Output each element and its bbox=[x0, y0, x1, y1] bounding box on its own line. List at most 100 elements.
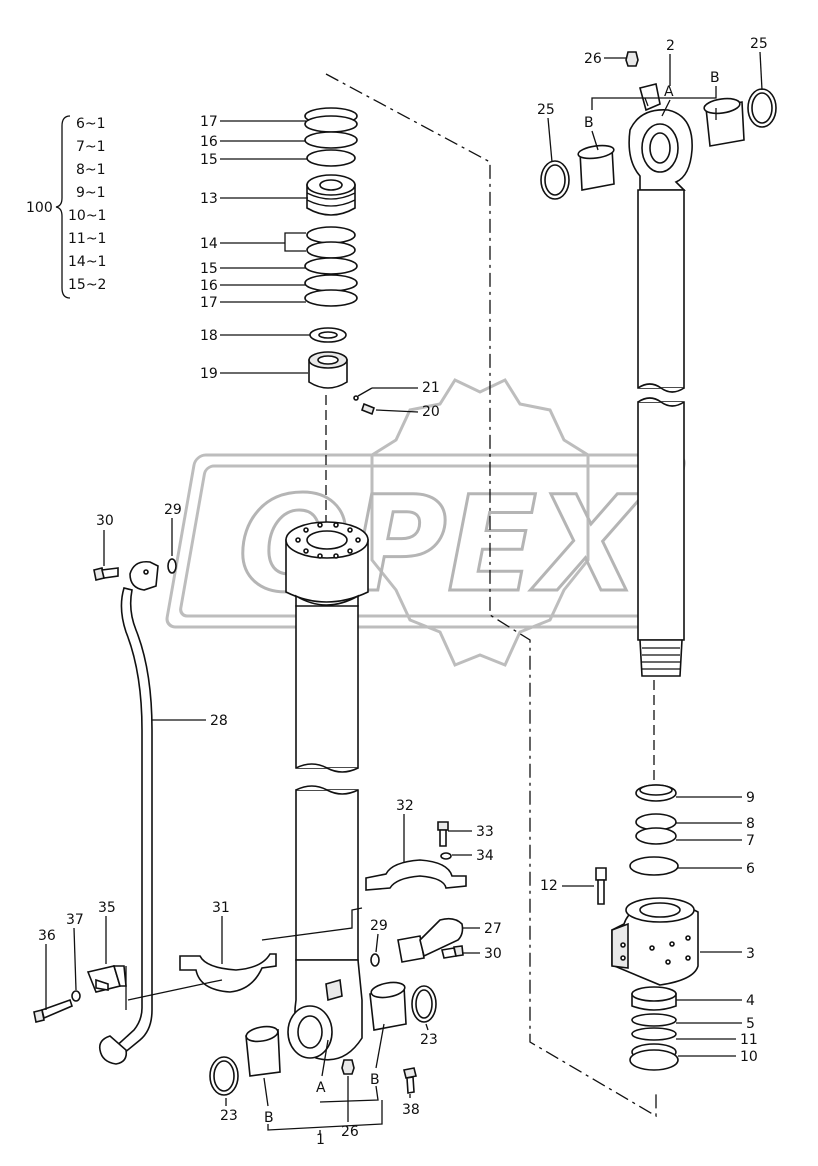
callout-35: 35 bbox=[98, 900, 116, 916]
callout-28: 28 bbox=[210, 713, 228, 729]
assembly-lines bbox=[325, 73, 657, 1118]
callout-15: 15 bbox=[200, 261, 218, 277]
callout-12: 12 bbox=[540, 878, 558, 894]
head-labels: 9 8 7 6 12 3 4 5 11 10 bbox=[540, 790, 758, 1065]
tube-base-eye bbox=[287, 959, 363, 1061]
callout-17: 17 bbox=[200, 295, 218, 311]
callout-37: 37 bbox=[66, 912, 84, 928]
seal-ring bbox=[635, 827, 677, 845]
clamp-35 bbox=[86, 965, 127, 993]
assembly-line-piston-to-tube bbox=[325, 73, 657, 1118]
bolt-36 bbox=[33, 998, 73, 1023]
seal-ring bbox=[631, 1013, 677, 1027]
kit-item: 6~1 bbox=[76, 116, 106, 132]
seal-ring bbox=[306, 226, 356, 244]
seal-ring bbox=[304, 115, 358, 133]
bolt-38 bbox=[403, 1067, 417, 1094]
pipe-end-fitting bbox=[98, 1035, 128, 1065]
callout-A: A bbox=[664, 84, 674, 100]
seal-ring bbox=[631, 1027, 677, 1041]
callout-18: 18 bbox=[200, 328, 218, 344]
seal-ring bbox=[304, 257, 358, 275]
callout-16: 16 bbox=[200, 134, 218, 150]
bolt-30 bbox=[441, 945, 464, 959]
kit-item: 15~2 bbox=[68, 277, 106, 293]
kit-item: 14~1 bbox=[68, 254, 106, 270]
callout-10: 10 bbox=[740, 1049, 758, 1065]
callout-34: 34 bbox=[476, 848, 494, 864]
callout-21: 21 bbox=[422, 380, 440, 396]
kit-item: 7~1 bbox=[76, 139, 106, 155]
rod-labels: 17 16 15 13 14 15 16 17 18 19 21 20 bbox=[200, 114, 440, 420]
callout-29: 29 bbox=[164, 502, 182, 518]
callout-14: 14 bbox=[200, 236, 218, 252]
eye-boss bbox=[639, 83, 661, 112]
kit-group: 100 6~1 7~1 8~1 9~1 10~1 11~1 14~1 15~2 bbox=[26, 115, 106, 299]
cylinder-head bbox=[611, 897, 699, 986]
callout-31: 31 bbox=[212, 900, 230, 916]
callout-7: 7 bbox=[746, 833, 755, 849]
piston-seal-stack bbox=[304, 107, 375, 416]
washer-34 bbox=[440, 852, 452, 860]
seal-ring bbox=[304, 274, 358, 292]
pipe-flange-top bbox=[129, 560, 159, 591]
callout-B: B bbox=[370, 1072, 380, 1088]
washer-hole bbox=[318, 331, 338, 339]
set-ball bbox=[353, 395, 359, 401]
tube-labels: 30 29 28 32 33 34 31 29 27 30 36 37 35 2… bbox=[38, 502, 502, 1148]
callout-11: 11 bbox=[740, 1032, 758, 1048]
callout-25: 25 bbox=[750, 36, 768, 52]
callout-26: 26 bbox=[584, 51, 602, 67]
kit-item: 11~1 bbox=[68, 231, 106, 247]
piston bbox=[306, 174, 356, 216]
pipe-assembly bbox=[33, 558, 177, 1065]
callout-25: 25 bbox=[537, 102, 555, 118]
grease-fitting-lower bbox=[341, 1059, 355, 1075]
callout-13: 13 bbox=[200, 191, 218, 207]
socket-bolt bbox=[595, 867, 607, 905]
clamp-leader bbox=[261, 907, 363, 941]
callout-23: 23 bbox=[420, 1032, 438, 1048]
rod-lower bbox=[637, 401, 685, 641]
bushing-lower-left bbox=[245, 1025, 281, 1077]
grease-fitting bbox=[625, 51, 639, 67]
callout-15: 15 bbox=[200, 152, 218, 168]
o-ring-29-top bbox=[167, 558, 177, 574]
nut bbox=[308, 351, 348, 389]
seal-ring bbox=[306, 241, 356, 259]
callout-32: 32 bbox=[396, 798, 414, 814]
eye-labels: 26 2 A B B 25 25 bbox=[537, 36, 768, 163]
callout-26: 26 bbox=[341, 1124, 359, 1140]
callout-A: A bbox=[316, 1080, 326, 1096]
callout-6: 6 bbox=[746, 861, 755, 877]
callout-29: 29 bbox=[370, 918, 388, 934]
callout-36: 36 bbox=[38, 928, 56, 944]
bushing-right bbox=[703, 97, 745, 147]
kit-label: 100 bbox=[26, 200, 53, 216]
callout-23: 23 bbox=[220, 1108, 238, 1124]
clamp-to-tube-leader bbox=[127, 979, 223, 1001]
callout-1: 1 bbox=[316, 1132, 325, 1148]
callout-B: B bbox=[264, 1110, 274, 1126]
tube-upper bbox=[295, 605, 359, 769]
bolt-33 bbox=[437, 821, 449, 847]
watermark-logo: OPEX bbox=[165, 378, 686, 667]
callout-9: 9 bbox=[746, 790, 755, 806]
kit-item: 10~1 bbox=[68, 208, 106, 224]
bushing-left bbox=[577, 144, 615, 191]
cylinder-tube-assembly bbox=[179, 521, 467, 1096]
callout-30: 30 bbox=[484, 946, 502, 962]
o-ring bbox=[629, 856, 679, 876]
callout-8: 8 bbox=[746, 816, 755, 832]
pipe-clamp-lower bbox=[179, 953, 277, 993]
tube-flange bbox=[285, 521, 369, 615]
bolt-30-top bbox=[93, 567, 119, 581]
callout-30: 30 bbox=[96, 513, 114, 529]
callout-16: 16 bbox=[200, 278, 218, 294]
seal-ring bbox=[304, 289, 358, 307]
pipe-28 bbox=[110, 587, 153, 1060]
kit-item: 8~1 bbox=[76, 162, 106, 178]
rod-eye-assembly bbox=[540, 51, 777, 677]
callout-19: 19 bbox=[200, 366, 218, 382]
